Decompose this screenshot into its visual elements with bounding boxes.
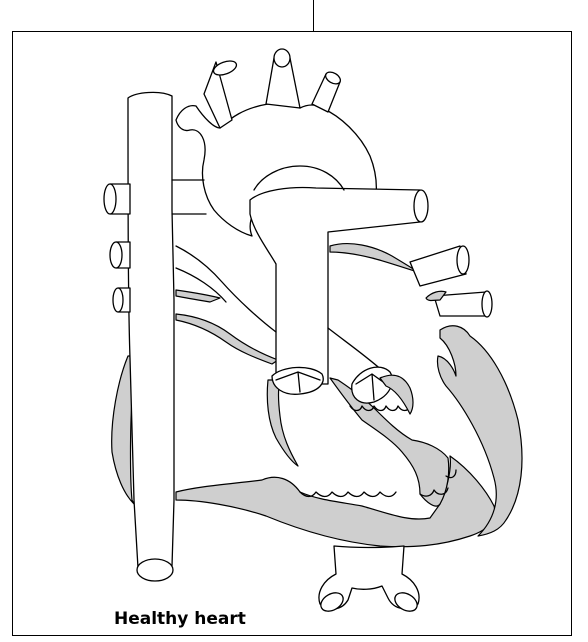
pulmonary-artery-wall bbox=[330, 244, 418, 272]
pulmonary-vein-lower-opening bbox=[113, 288, 123, 312]
pulmonary-vein-right-upper-opening bbox=[457, 246, 469, 274]
figure-caption: Healthy heart bbox=[114, 609, 246, 629]
brachiocephalic-opening bbox=[212, 58, 239, 77]
vena-cava-inferior-opening bbox=[137, 559, 173, 581]
aorta-right-opening bbox=[414, 190, 428, 222]
vena-cava bbox=[128, 92, 174, 572]
carotid-opening bbox=[274, 49, 290, 67]
pulmonary-vein-right-lower-opening bbox=[482, 291, 492, 317]
svc-connection bbox=[172, 180, 206, 214]
aortic-trunk bbox=[250, 188, 420, 385]
pulmonary-valve bbox=[272, 367, 323, 394]
ventricle-inner-line bbox=[328, 328, 384, 372]
septum-scallops bbox=[300, 406, 410, 497]
pulmonary-vein-middle-opening bbox=[110, 242, 122, 268]
septum bbox=[330, 378, 449, 506]
pulmonary-vein-upper-opening bbox=[104, 184, 116, 214]
pulmonary-vein-stub bbox=[176, 290, 220, 302]
